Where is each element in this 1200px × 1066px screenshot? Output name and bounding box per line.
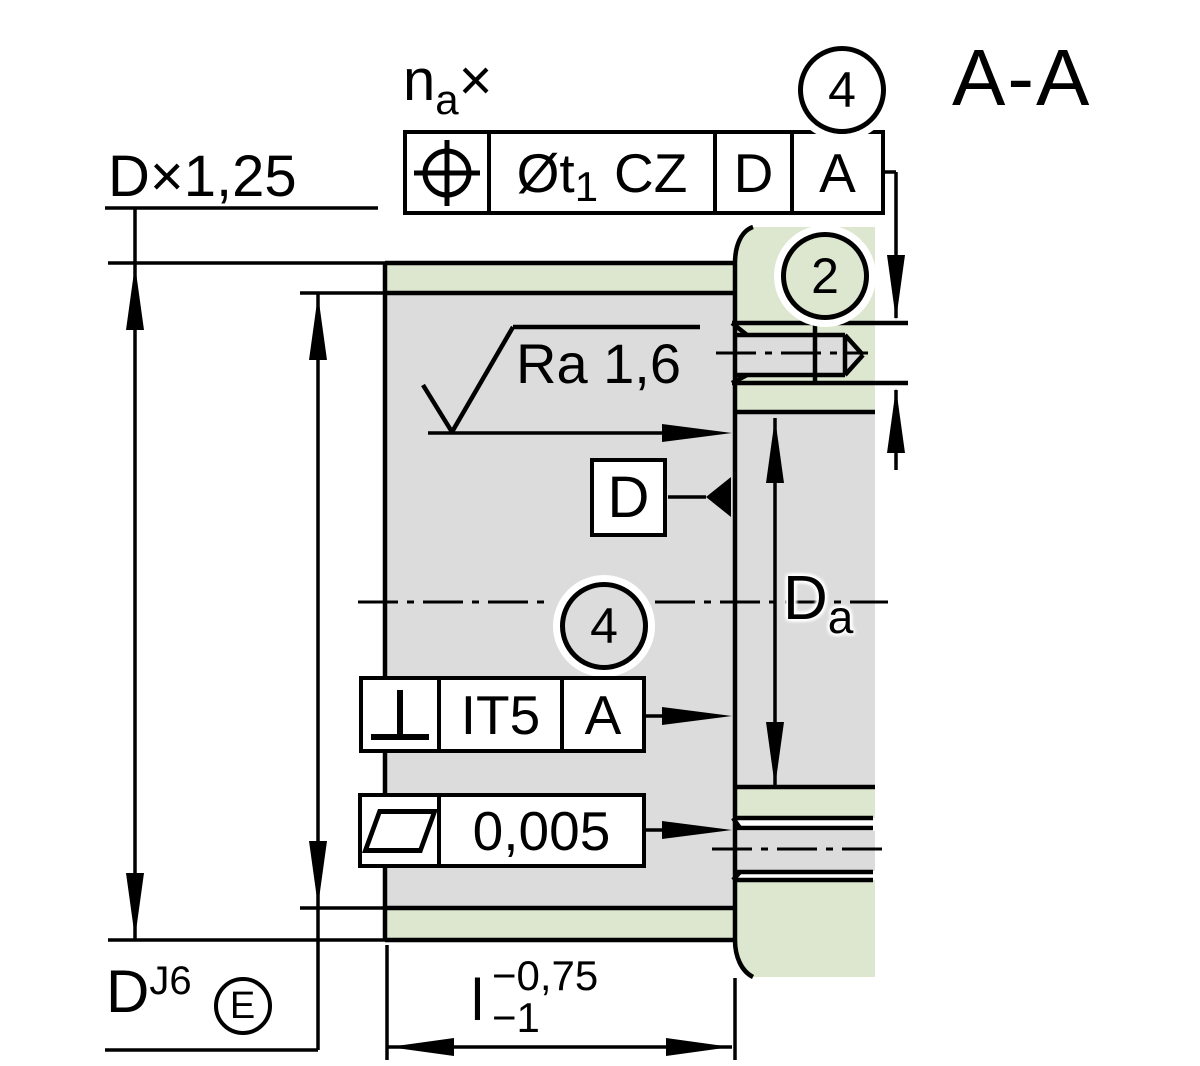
hole-count-times: ×: [458, 48, 493, 113]
flatness-value-cell: 0,005: [472, 799, 611, 862]
width-dim-tolerances: −0,75 −1: [492, 955, 598, 1039]
part-outlines: [382, 224, 908, 980]
groove-inner: [735, 831, 875, 871]
position-datum-d-cell: D: [717, 134, 794, 211]
width-dim-upper-tol: −0,75: [492, 952, 599, 999]
envelope-symbol: E: [213, 977, 272, 1035]
seat-strip-top: [385, 263, 735, 293]
shoulder-diameter-label: Da: [783, 568, 853, 641]
seat-strip-bottom: [385, 908, 735, 940]
tapped-hole-body: [735, 335, 845, 375]
perpendicularity-frame: IT5 A: [359, 676, 646, 753]
flatness-symbol-cell: [361, 797, 441, 864]
tolerance-suffix: CZ: [614, 141, 688, 204]
abutment-recess: [735, 412, 875, 787]
flatness-icon: [361, 808, 438, 853]
hole-count-label: na×: [403, 52, 493, 121]
shoulder-dim-base: D: [783, 564, 828, 633]
roughness-icon: [421, 324, 700, 434]
width-dim-base: l: [471, 968, 484, 1033]
hole-count-base: n: [403, 48, 436, 113]
top-balloon: 4: [798, 46, 886, 134]
position-datum-a-cell: A: [819, 141, 856, 204]
outer-diameter-label: D×1,25: [108, 144, 297, 209]
datum-feature-box: D: [590, 458, 667, 537]
envelope-letter: E: [229, 985, 256, 1027]
seat-dim-fit: J6: [149, 959, 192, 1003]
centerlines: [358, 351, 888, 851]
section-label: A-A: [952, 33, 1092, 122]
perpendicularity-datum-cell: A: [584, 683, 622, 746]
hole-count-sub: a: [435, 76, 459, 123]
perpendicularity-icon: [371, 689, 429, 740]
tapped-hole-point: [845, 335, 863, 375]
width-dim-lower-tol: −1: [492, 994, 540, 1041]
roughness-label: Ra 1,6: [516, 332, 681, 395]
seat-balloon: 4: [560, 582, 648, 670]
tolerance-sub: 1: [574, 162, 599, 210]
arrowheads: [126, 255, 905, 1056]
perpendicularity-symbol-cell: [363, 680, 441, 749]
thread-balloon: 2: [781, 232, 869, 320]
tolerance-prefix: Øt: [516, 141, 575, 204]
shoulder-dim-sub: a: [827, 591, 854, 643]
seat-dim-base: D: [106, 958, 150, 1025]
position-symbol-cell: [407, 134, 491, 211]
perpendicularity-value-cell: IT5: [441, 680, 564, 749]
position-icon: [414, 139, 480, 206]
flatness-frame: 0,005: [358, 793, 646, 868]
datum-triangle: [706, 477, 731, 517]
